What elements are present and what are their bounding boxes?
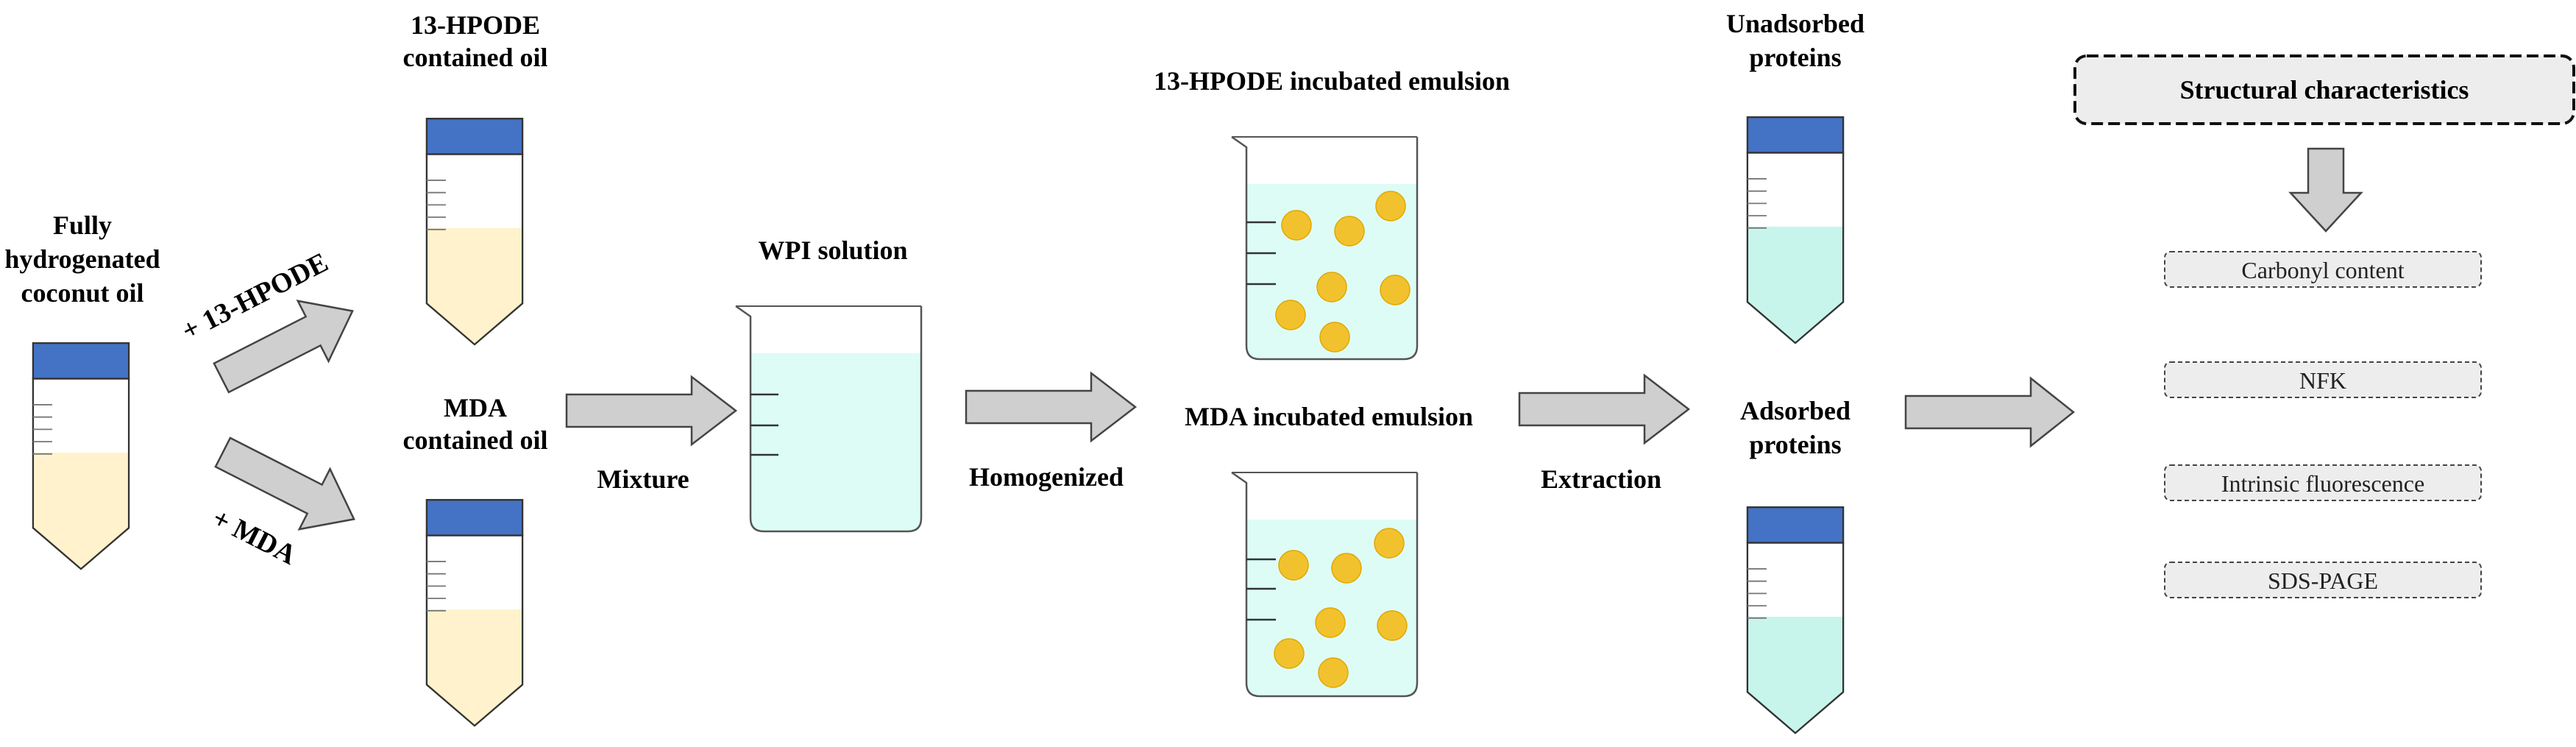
oil-droplet xyxy=(1274,638,1305,669)
oil-droplet xyxy=(1331,553,1362,584)
extraction-label: Extraction xyxy=(1541,464,1661,494)
add-mda-label: + MDA xyxy=(207,503,302,571)
arrow-up-to-hpode xyxy=(213,300,354,394)
hpode-oil-tube xyxy=(425,118,524,346)
source-oil-tube xyxy=(32,342,130,570)
arrow-extraction xyxy=(1518,373,1691,445)
analysis-item-label: Carbonyl content xyxy=(2241,257,2404,283)
oil-droplet xyxy=(1319,322,1350,353)
oil-droplet xyxy=(1281,210,1312,241)
oil-droplet xyxy=(1315,607,1346,638)
adsorbed-label-line-2: proteins xyxy=(1749,430,1841,459)
oil-droplet xyxy=(1380,275,1411,305)
structural-characteristics-box: Structural characteristics xyxy=(2073,54,2575,125)
analysis-item-sds-page: SDS-PAGE xyxy=(2164,562,2482,598)
analysis-item-label: Intrinsic fluorescence xyxy=(2221,470,2424,497)
oil-droplet xyxy=(1374,528,1405,559)
oil-droplet xyxy=(1318,657,1349,688)
tube-cap xyxy=(1746,116,1845,154)
tube-content xyxy=(426,609,523,726)
arrow-down-analysis xyxy=(2288,147,2363,233)
mda-emulsion-label: MDA incubated emulsion xyxy=(1185,402,1473,431)
tube-cap xyxy=(1746,506,1845,544)
analysis-item-carbonyl: Carbonyl content xyxy=(2164,251,2482,288)
adsorbed-protein-tube xyxy=(1746,506,1845,734)
oil-droplet xyxy=(1375,191,1406,222)
tube-content xyxy=(426,228,523,345)
analysis-item-nfk: NFK xyxy=(2164,361,2482,398)
structural-characteristics-header: Structural characteristics xyxy=(2180,75,2469,105)
mda-oil-tube xyxy=(425,499,524,727)
wpi-solution-label: WPI solution xyxy=(758,236,907,265)
unadsorbed-protein-tube xyxy=(1746,116,1845,344)
arrow-down-to-mda xyxy=(214,436,355,531)
hpode-emulsion-label: 13-HPODE incubated emulsion xyxy=(1154,66,1510,96)
oil-droplet xyxy=(1377,610,1408,641)
hpode-oil-label-line-2: contained oil xyxy=(402,43,547,72)
wpi-beaker xyxy=(735,305,923,533)
mda-oil-label-line-2: contained oil xyxy=(402,425,547,455)
mda-emulsion-beaker xyxy=(1231,471,1419,698)
tube-content xyxy=(32,453,129,570)
tube-cap xyxy=(32,342,130,380)
oil-droplet xyxy=(1278,550,1309,581)
oil-droplet xyxy=(1316,272,1347,302)
tube-cap xyxy=(425,499,524,537)
tube-content xyxy=(1747,617,1844,734)
hpode-oil-label-line-1: 13-HPODE xyxy=(411,10,540,40)
tube-content xyxy=(1747,227,1844,344)
source-oil-line-1: Fully xyxy=(53,210,112,240)
unadsorbed-label-line-1: Unadsorbed xyxy=(1726,9,1864,38)
oil-droplet xyxy=(1275,300,1306,330)
mda-oil-label-line-1: MDA xyxy=(444,393,507,422)
homogenized-label: Homogenized xyxy=(969,462,1124,492)
source-oil-line-3: coconut oil xyxy=(21,278,144,308)
mixture-label: Mixture xyxy=(597,464,689,494)
arrow-homogenized xyxy=(965,371,1138,443)
analysis-item-fluorescence: Intrinsic fluorescence xyxy=(2164,464,2482,501)
oil-droplet xyxy=(1334,216,1365,247)
arrow-mixture xyxy=(565,375,738,447)
hpode-emulsion-beaker xyxy=(1231,135,1419,361)
tube-cap xyxy=(425,118,524,155)
analysis-item-label: SDS-PAGE xyxy=(2268,567,2378,594)
source-oil-label: Fully hydrogenated coconut oil xyxy=(4,210,160,308)
analysis-item-label: NFK xyxy=(2299,367,2346,394)
adsorbed-label-line-1: Adsorbed xyxy=(1740,396,1851,425)
arrow-analysis xyxy=(1904,376,2076,448)
source-oil-line-2: hydrogenated xyxy=(4,244,160,274)
unadsorbed-label-line-2: proteins xyxy=(1749,43,1841,72)
